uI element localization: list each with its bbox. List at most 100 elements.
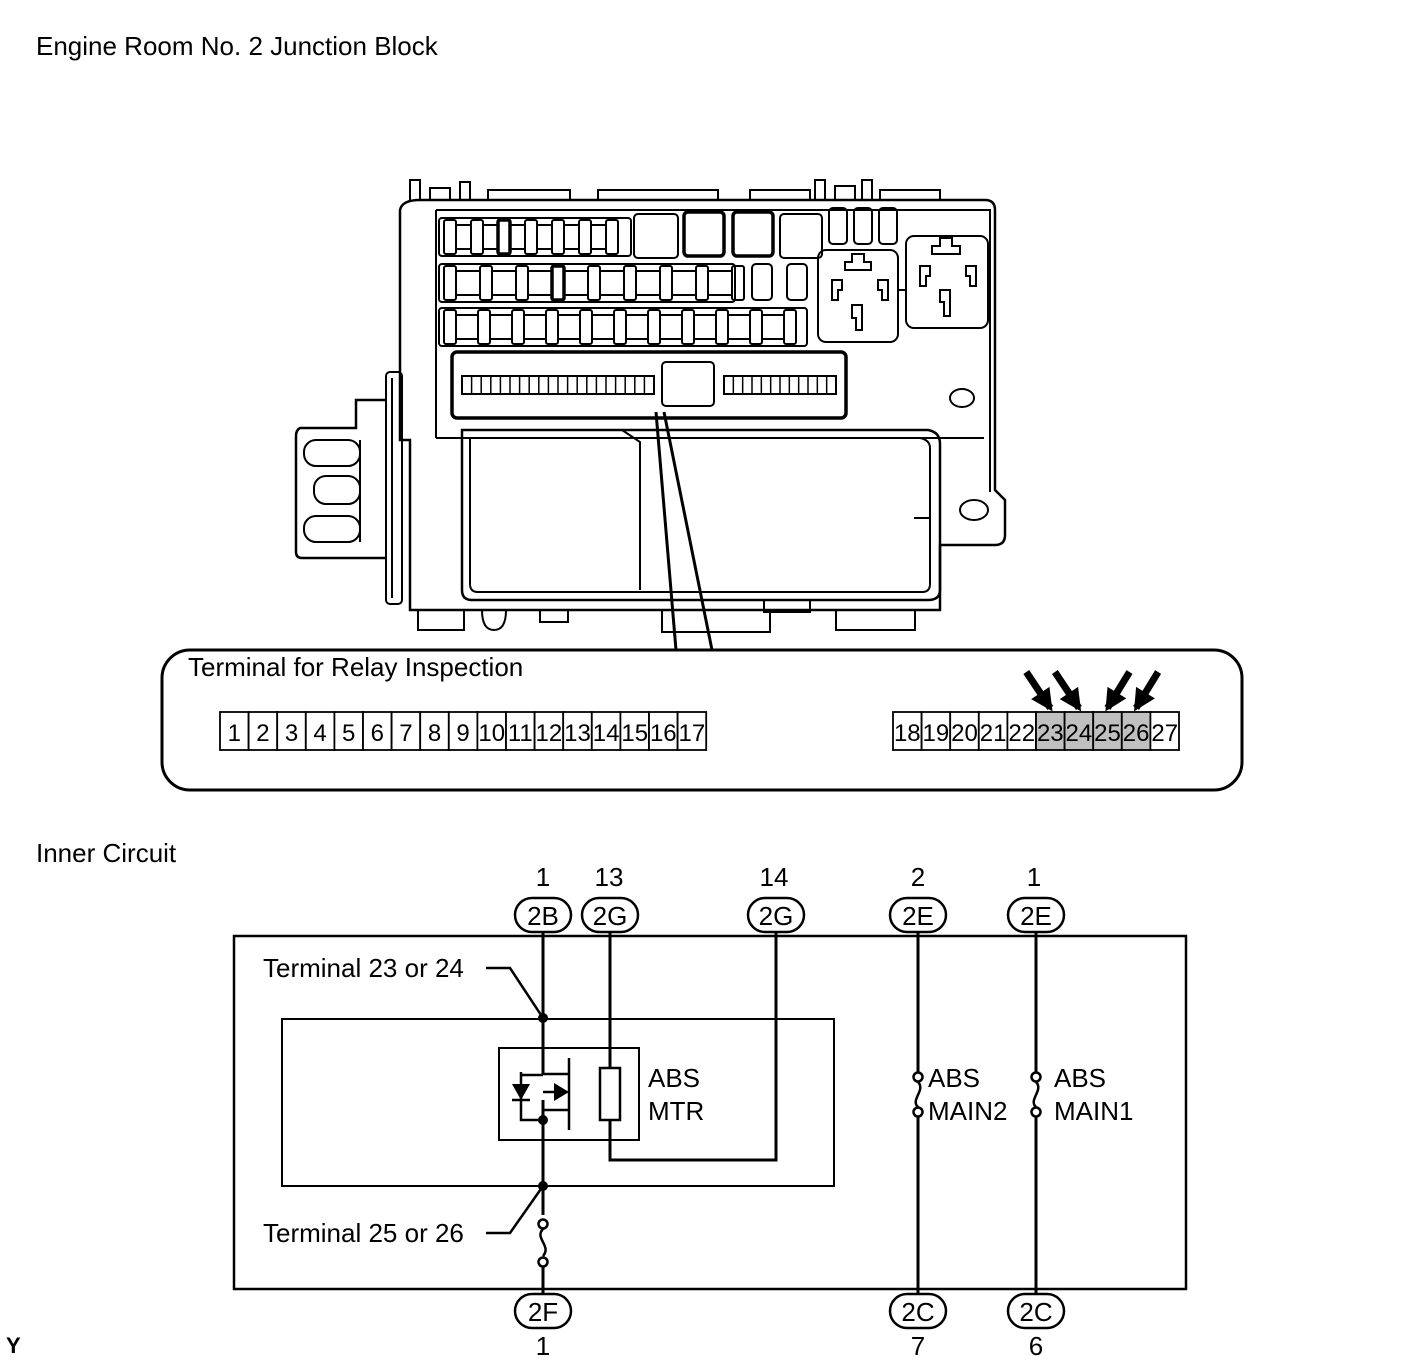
fuse-blade [647, 309, 661, 345]
terminal-cell [219, 711, 250, 751]
top-pin-5: 1 [1027, 862, 1041, 892]
terminal-cell [505, 711, 536, 751]
terminal-cell [1006, 711, 1037, 751]
circuit-title: Inner Circuit [36, 838, 177, 868]
fuse-main1-label: MAIN1 [1054, 1096, 1133, 1126]
bottom-pin-1: 1 [536, 1331, 550, 1361]
terminal-number: 17 [679, 720, 706, 747]
terminal-25-26-label: Terminal 25 or 26 [263, 1218, 464, 1248]
terminal-number: 24 [1066, 720, 1093, 747]
bottom-connector-tags [513, 1292, 1066, 1330]
fuse-blade [545, 309, 559, 345]
top-pin-2: 13 [595, 862, 624, 892]
terminal-number: 7 [399, 720, 412, 747]
junction-block-outline [232, 934, 1188, 1291]
fuse-blade [613, 309, 627, 345]
top-connector-2g-14: 2G [759, 901, 794, 931]
terminal-cell [1035, 711, 1066, 751]
bottom-pin-2: 7 [911, 1331, 925, 1361]
fuse-blade [731, 265, 745, 301]
terminal-number: 23 [1037, 720, 1064, 747]
terminal-cell [648, 711, 679, 751]
fuse-blade [783, 309, 797, 345]
fuse-details [443, 218, 797, 345]
relay-panel-title: Terminal for Relay Inspection [188, 652, 523, 682]
fuse-main1-label-abs: ABS [1054, 1063, 1106, 1093]
relay-inspection-panel [160, 648, 1244, 792]
terminal-cell [419, 711, 450, 751]
page-title: Engine Room No. 2 Junction Block [36, 31, 439, 61]
top-connector-2b: 2B [527, 901, 559, 931]
terminal-cell [590, 711, 622, 751]
terminal-number: 20 [951, 720, 978, 747]
terminal-number: 25 [1094, 720, 1121, 747]
fuse-blade [715, 309, 729, 345]
fuse-main2-label-abs: ABS [928, 1063, 980, 1093]
terminal-number: 26 [1123, 720, 1150, 747]
fuse-blade [511, 309, 525, 345]
terminal-number: 11 [508, 720, 533, 747]
terminal-number: 4 [313, 720, 326, 747]
arrow-terminal-23 [1023, 670, 1054, 712]
terminal-number: 21 [980, 720, 1007, 747]
fuse-blade [681, 309, 695, 345]
fuse-blade [579, 309, 593, 345]
terminal-cell [1149, 711, 1180, 751]
fuse-blade [659, 265, 673, 301]
junction-block-drawing [294, 179, 1007, 651]
fuse-blade [578, 219, 592, 255]
fuse-blade [479, 265, 493, 301]
arrow-terminal-24 [1051, 670, 1082, 712]
terminal-cell [247, 711, 279, 751]
terminal-cell [892, 711, 923, 751]
terminal-cell [390, 711, 422, 751]
top-pin-1: 1 [536, 862, 550, 892]
terminal-cell [362, 711, 393, 751]
fuse-blade [443, 265, 457, 301]
terminal-number: 3 [285, 720, 298, 747]
terminal-cell [447, 711, 479, 751]
terminal-cell [533, 711, 565, 751]
terminal-cell [562, 711, 593, 751]
terminal-leader-lines [486, 966, 545, 1235]
terminal-number: 10 [478, 720, 505, 747]
fuse-blade [623, 265, 637, 301]
fuse-blade [443, 219, 457, 255]
terminal-number: 16 [650, 720, 677, 747]
fuse-blade [587, 265, 601, 301]
terminal-cell [1120, 711, 1152, 751]
terminal-number: 13 [564, 720, 591, 747]
terminal-number: 5 [342, 720, 355, 747]
terminal-number: 2 [256, 720, 269, 747]
arrow-terminal-26 [1133, 670, 1162, 712]
terminal-number: 1 [228, 720, 241, 747]
terminal-23-24-label: Terminal 23 or 24 [263, 953, 464, 983]
relay-internals [512, 1058, 622, 1130]
top-connector-2e-2: 2E [902, 901, 934, 931]
relay-area-box [281, 1018, 835, 1187]
top-connector-2e-1: 2E [1020, 901, 1052, 931]
arrow-terminal-25 [1104, 670, 1133, 712]
fuse-blade [605, 219, 619, 255]
abs-mtr-relay-box [498, 1047, 640, 1141]
terminal-number: 22 [1008, 720, 1035, 747]
terminal-cell [920, 711, 952, 751]
terminal-number: 12 [536, 720, 563, 747]
terminal-number: 6 [371, 720, 384, 747]
fuse-blade [443, 309, 457, 345]
top-connector-2g-13: 2G [593, 901, 628, 931]
top-pin-3: 14 [760, 862, 789, 892]
fuse-blade [550, 264, 566, 302]
terminal-cell [1092, 711, 1123, 751]
bottom-connector-2c-7: 2C [901, 1297, 934, 1327]
connector-strip-pins [470, 376, 828, 394]
top-pin-4: 2 [911, 862, 925, 892]
fuse-blade [496, 218, 512, 256]
bottom-connector-2c-6: 2C [1019, 1297, 1052, 1327]
highlight-arrows [1023, 670, 1162, 712]
fuse-blade [524, 219, 538, 255]
terminal-cell [676, 711, 708, 751]
